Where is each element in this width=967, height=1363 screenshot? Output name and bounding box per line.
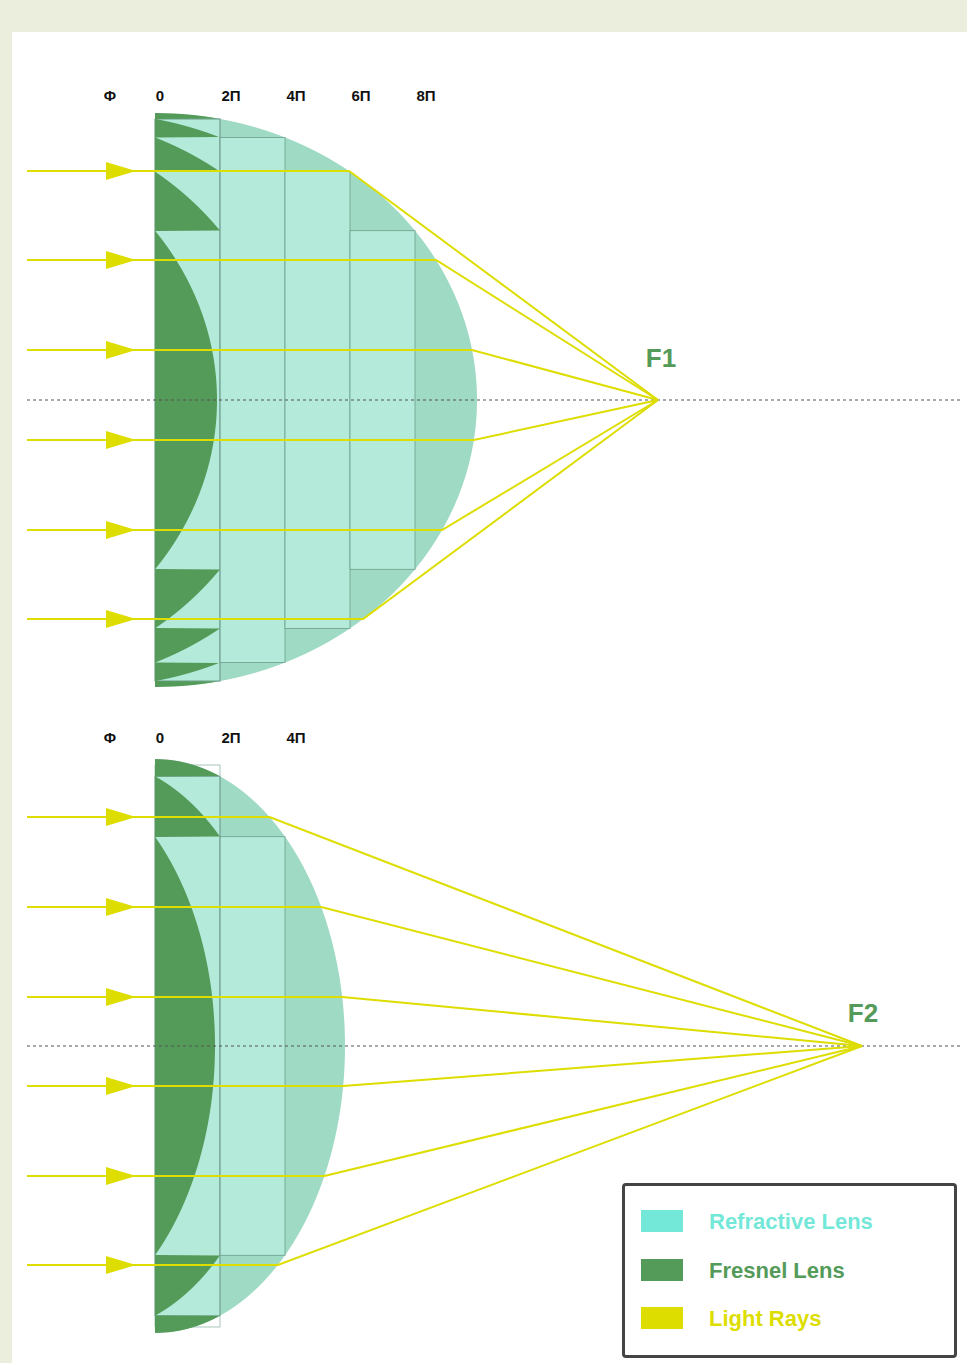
ray-arrowhead (106, 898, 136, 916)
light-ray (27, 400, 658, 530)
light-ray (27, 400, 658, 440)
legend-row: Fresnel Lens (625, 1259, 954, 1283)
phase-label: 2Π (221, 730, 240, 745)
light-ray (27, 400, 658, 619)
ray-arrowhead (106, 1256, 136, 1274)
legend-swatch (641, 1259, 683, 1281)
light-ray (27, 260, 658, 400)
legend-box: Refractive LensFresnel LensLight Rays (622, 1183, 957, 1358)
ray-arrowhead (106, 341, 136, 359)
legend-text: Refractive Lens (709, 1210, 873, 1234)
ray-arrowhead (106, 521, 136, 539)
focal-point-label: F1 (646, 345, 676, 371)
light-ray (27, 817, 862, 1046)
light-ray (27, 171, 658, 400)
ray-arrowhead (106, 431, 136, 449)
light-ray (27, 1046, 862, 1086)
phase-label: 2Π (221, 88, 240, 103)
phase-label: 4Π (286, 730, 305, 745)
phase-label: Φ (104, 88, 116, 103)
fresnel-lens (155, 113, 220, 687)
ray-arrowhead (106, 251, 136, 269)
light-ray (27, 907, 862, 1046)
light-ray (27, 1046, 862, 1176)
legend-swatch (641, 1210, 683, 1232)
phase-label: 0 (156, 730, 164, 745)
optical-axis (27, 1045, 960, 1046)
fresnel-lens (155, 759, 220, 1333)
focal-point-label: F2 (848, 1000, 878, 1026)
light-ray (27, 350, 658, 400)
ray-arrowhead (106, 610, 136, 628)
legend-swatch (641, 1307, 683, 1329)
legend-text: Light Rays (709, 1307, 821, 1331)
ray-arrowhead (106, 1167, 136, 1185)
phase-label: 6Π (351, 88, 370, 103)
phase-label: 4Π (286, 88, 305, 103)
legend-text: Fresnel Lens (709, 1259, 845, 1283)
legend-row: Light Rays (625, 1307, 954, 1331)
ray-arrowhead (106, 162, 136, 180)
phase-label: 0 (156, 88, 164, 103)
ray-arrowhead (106, 808, 136, 826)
ray-arrowhead (106, 1077, 136, 1095)
ray-arrowhead (106, 988, 136, 1006)
light-ray (27, 997, 862, 1046)
phase-label: 8Π (416, 88, 435, 103)
optical-axis (27, 399, 960, 400)
phase-label: Φ (104, 730, 116, 745)
legend-row: Refractive Lens (625, 1210, 954, 1234)
